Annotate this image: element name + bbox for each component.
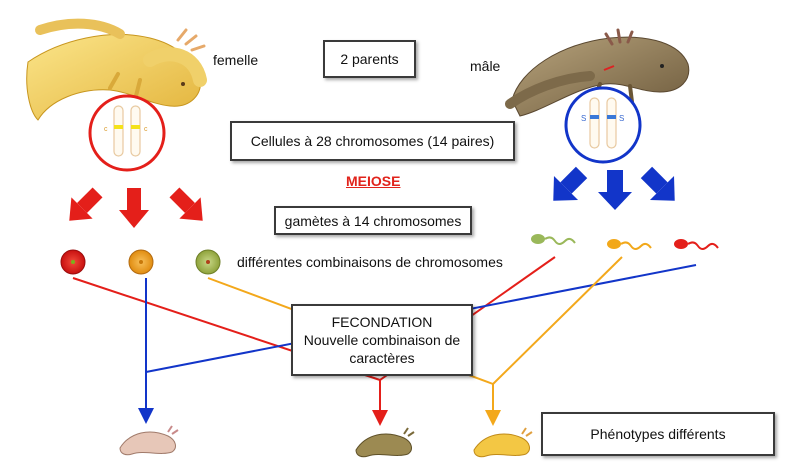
female-meiosis-arrows [69, 187, 203, 228]
offspring-brown-axolotl [355, 427, 415, 458]
female-axolotl-image [26, 18, 207, 121]
fecondation-box: FECONDATION Nouvelle combinaison de cara… [291, 304, 473, 376]
egg-red [60, 249, 86, 275]
offspring-pink-axolotl [119, 425, 179, 456]
blue-arrow-icon [553, 166, 588, 201]
blue-arrow-icon [598, 170, 632, 210]
cellules-box: Cellules à 28 chromosomes (14 paires) [230, 121, 515, 161]
sperm-green [531, 234, 576, 245]
red-arrow-icon [169, 187, 203, 221]
meiose-label: MEIOSE [346, 173, 401, 189]
male-chromosome-mark: S [619, 114, 624, 123]
offspring-yellow-axolotl [473, 427, 533, 458]
parents-box: 2 parents [323, 40, 416, 78]
blue-arrow-icon [640, 166, 675, 201]
egg-orange [128, 249, 154, 275]
female-cell: c c [88, 94, 166, 172]
red-arrow-icon [119, 188, 149, 228]
fecondation-title: FECONDATION [331, 314, 433, 330]
fecondation-line1: Nouvelle combinaison de [303, 332, 461, 348]
male-axolotl-image [505, 28, 690, 117]
phenotypes-box: Phénotypes différents [541, 412, 775, 456]
sperm-red [674, 239, 719, 250]
sperm-orange [607, 239, 652, 250]
egg-green [195, 249, 221, 275]
chromosome-band [607, 115, 616, 119]
gametes-box: gamètes à 14 chromosomes [274, 206, 472, 235]
male-meiosis-arrows [553, 166, 675, 210]
orange-sperm-line [492, 256, 623, 385]
red-arrow-icon [69, 187, 103, 221]
chromosome-band [131, 125, 140, 129]
femelle-label: femelle [213, 52, 259, 68]
combinaisons-label: différentes combinaisons de chromosomes [237, 254, 503, 270]
chromosome-band [590, 115, 599, 119]
female-chromosome-mark: c [144, 126, 148, 133]
fecondation-line2: caractères [349, 350, 415, 366]
male-chromosome-mark: S [581, 114, 586, 123]
male-cell: S S [564, 86, 642, 164]
chromosome-band [114, 125, 123, 129]
male-label: mâle [470, 58, 501, 74]
female-chromosome-mark: c [104, 126, 108, 133]
